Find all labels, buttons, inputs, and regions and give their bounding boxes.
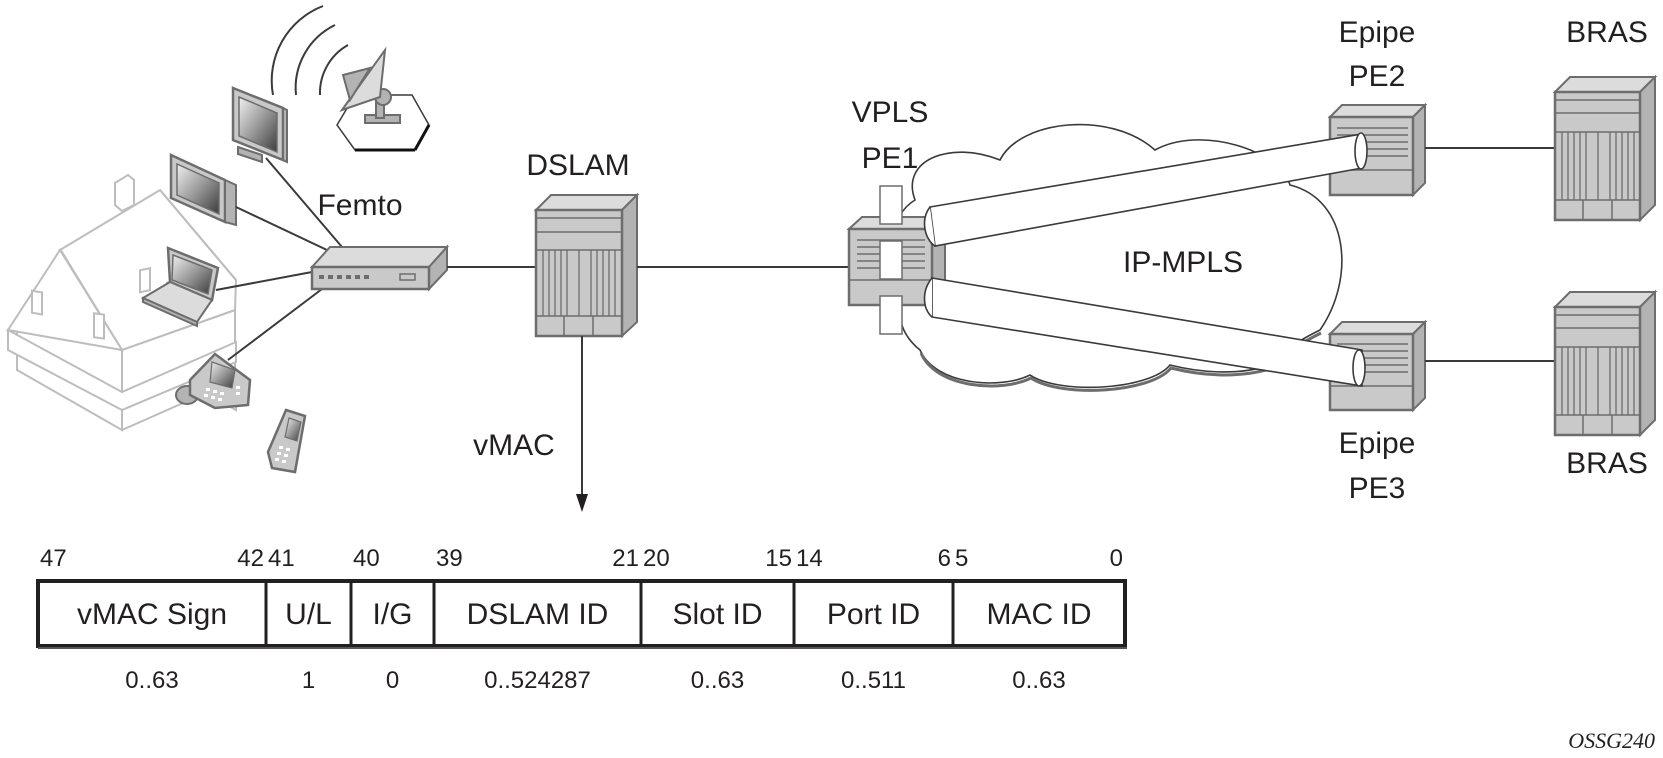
pe2-label-line1: Epipe (1339, 16, 1416, 49)
bras-bottom-label: BRAS (1566, 447, 1648, 480)
bit-high-label: 39 (436, 545, 463, 572)
link-monitor-femto (265, 157, 343, 248)
vpls-label-line2: PE1 (862, 142, 919, 175)
bit-high-label: 14 (796, 545, 823, 572)
bit-low-label: 42 (237, 545, 264, 572)
field-range: 0..511 (841, 667, 906, 694)
field-name: Slot ID (672, 598, 762, 631)
field-range: 0..63 (125, 667, 178, 694)
link-laptop-femto (215, 271, 313, 291)
field-name: Port ID (827, 598, 920, 631)
femto-label: Femto (317, 189, 402, 222)
vpls-label-line1: VPLS (852, 96, 929, 129)
vmac-arrow-label: vMAC (473, 429, 555, 462)
field-name: vMAC Sign (77, 598, 227, 631)
pseudowire-tunnel-icon-pe2 (923, 132, 1368, 247)
field-name: I/G (372, 598, 412, 631)
tv-icon (169, 153, 237, 227)
bit-high-label: 47 (40, 545, 67, 572)
field-range: 1 (302, 667, 315, 694)
monitor-icon (231, 86, 288, 164)
pseudowire-tunnel-icon-pe3 (923, 277, 1366, 387)
bit-low-label: 21 (612, 545, 639, 572)
field-range: 0..63 (1012, 667, 1065, 694)
field-range: 0 (386, 667, 399, 694)
house-icon (5, 173, 238, 432)
link-tv-femto (235, 206, 328, 251)
bit-high-label: 40 (353, 545, 380, 572)
field-name: U/L (285, 598, 332, 631)
figure-id: OSSG240 (1568, 728, 1655, 753)
bras-chassis-icon-bottom (1552, 289, 1658, 438)
bit-high-label: 20 (643, 545, 670, 572)
field-range: 0..524287 (484, 667, 591, 694)
pe2-label-line2: PE2 (1349, 60, 1406, 93)
bras-top-label: BRAS (1566, 16, 1648, 49)
field-range: 0..63 (691, 667, 744, 694)
laptop-icon (140, 246, 220, 328)
bras-chassis-icon-top (1552, 74, 1658, 223)
cloud-label: IP-MPLS (1123, 246, 1243, 279)
bit-low-label: 6 (938, 545, 951, 572)
femto-router-icon (309, 244, 450, 292)
link-phone-femto (227, 288, 323, 361)
bit-high-label: 5 (955, 545, 968, 572)
arrow-head-icon (576, 494, 588, 512)
mobile-phone-icon (266, 408, 307, 474)
dslam-chassis-icon (533, 192, 640, 339)
dslam-label: DSLAM (526, 149, 629, 182)
satellite-dish-icon (270, 5, 431, 152)
bit-high-label: 41 (268, 545, 295, 572)
pe3-label-line1: Epipe (1339, 427, 1416, 460)
table-border (36, 579, 1127, 648)
field-name: MAC ID (987, 598, 1092, 631)
pe3-label-line2: PE3 (1349, 472, 1406, 505)
desk-phone-icon (175, 352, 252, 410)
bit-low-label: 15 (765, 545, 792, 572)
bit-low-label: 0 (1110, 545, 1123, 572)
field-name: DSLAM ID (467, 598, 609, 631)
